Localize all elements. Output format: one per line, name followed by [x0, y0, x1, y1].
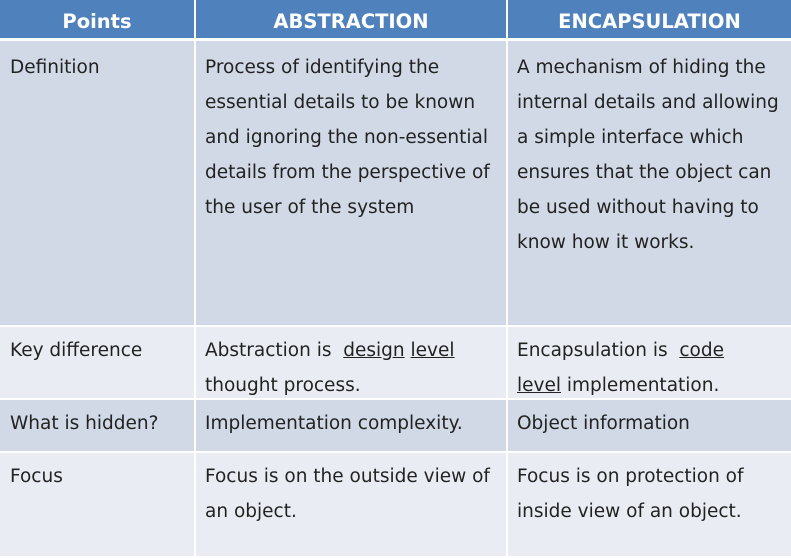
row-key-difference-encapsulation: Encapsulation is code level implementatio… [508, 327, 791, 400]
abstraction-key-prefix: Abstraction is [205, 340, 344, 361]
row-definition-encapsulation: A mechanism of hiding the internal detai… [508, 41, 791, 327]
abstraction-key-suffix: thought process. [205, 375, 361, 396]
row-focus-encapsulation: Focus is on protection of inside view of… [508, 453, 791, 558]
header-abstraction: ABSTRACTION [196, 0, 508, 41]
abstraction-key-level: level [410, 340, 455, 361]
header-points: Points [0, 0, 196, 41]
row-focus-abstraction: Focus is on the outside view of an objec… [196, 453, 508, 558]
encapsulation-key-suffix: implementation. [561, 375, 720, 396]
encapsulation-key-prefix: Encapsulation is [517, 340, 680, 361]
row-hidden-abstraction: Implementation complexity. [196, 400, 508, 453]
encapsulation-key-level: level [517, 375, 561, 396]
row-hidden-point: What is hidden? [0, 400, 196, 453]
row-definition-abstraction: Process of identifying the essential det… [196, 41, 508, 327]
row-focus-point: Focus [0, 453, 196, 558]
header-encapsulation: ENCAPSULATION [508, 0, 791, 41]
row-hidden-encapsulation: Object information [508, 400, 791, 453]
row-key-difference-abstraction: Abstraction is design level thought proce… [196, 327, 508, 400]
row-key-difference-point: Key difference [0, 327, 196, 400]
row-definition-point: Definition [0, 41, 196, 327]
encapsulation-key-code: code [679, 340, 724, 361]
abstraction-key-design: design [343, 340, 405, 361]
